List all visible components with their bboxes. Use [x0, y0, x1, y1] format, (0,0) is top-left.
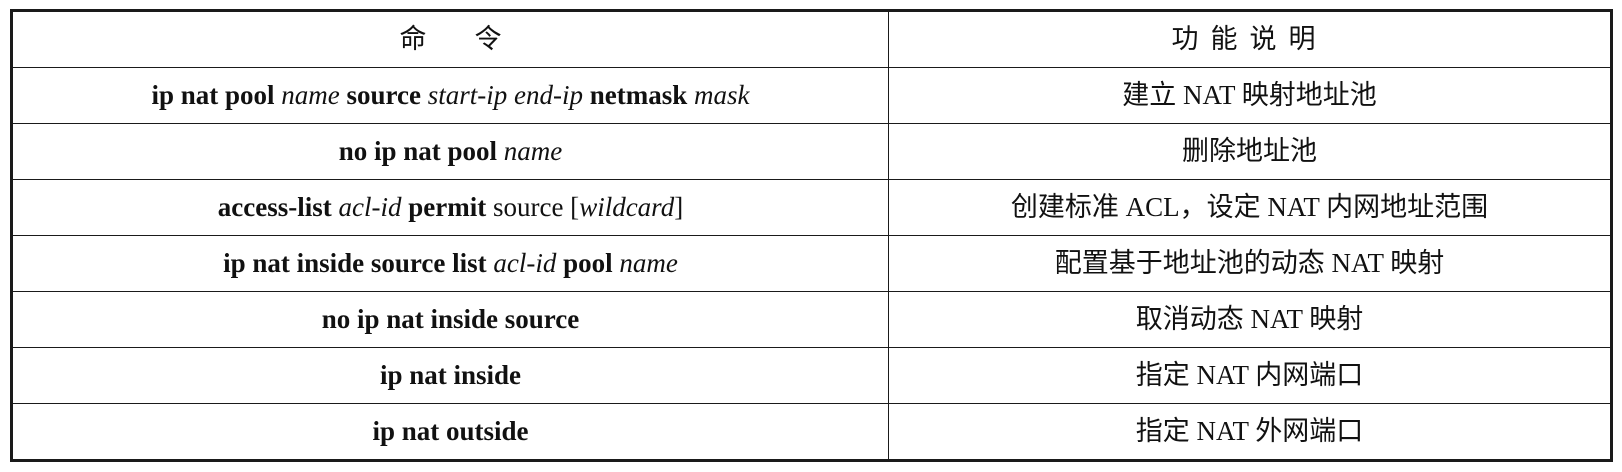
command-argument: acl-id	[493, 248, 557, 278]
command-argument: name	[503, 136, 563, 166]
description-cell: 建立 NAT 映射地址池	[888, 67, 1612, 124]
command-cell: no ip nat pool name	[11, 123, 889, 180]
command-keyword: ip nat outside	[372, 416, 529, 446]
command-cell: ip nat inside	[11, 347, 889, 404]
command-keyword: ip nat inside	[379, 360, 522, 390]
description-text: 建立 NAT 映射地址池	[1122, 80, 1377, 110]
description-cell: 配置基于地址池的动态 NAT 映射	[888, 235, 1612, 292]
command-argument: mask	[694, 80, 750, 110]
command-cell: ip nat pool name source start-ip end-ip …	[11, 67, 889, 124]
command-keyword: ip nat inside source list	[223, 248, 487, 278]
table-row: ip nat pool name source start-ip end-ip …	[11, 67, 1612, 124]
command-cell: ip nat inside source list acl-id pool na…	[11, 235, 889, 292]
command-cell: access-list acl-id permit source [wildca…	[11, 179, 889, 236]
description-cell: 取消动态 NAT 映射	[888, 291, 1612, 348]
header-command: 命令	[11, 10, 889, 68]
header-row: 命令 功能说明	[11, 10, 1612, 68]
description-text: 配置基于地址池的动态 NAT 映射	[1054, 248, 1445, 278]
command-keyword: ip nat pool	[151, 80, 275, 110]
command-argument: wildcard	[579, 192, 675, 222]
description-cell: 删除地址池	[888, 123, 1612, 180]
table-row: no ip nat pool name 删除地址池	[11, 123, 1612, 180]
command-argument: start-ip end-ip	[427, 80, 583, 110]
command-argument: acl-id	[338, 192, 402, 222]
table-row: ip nat inside source list acl-id pool na…	[11, 235, 1612, 292]
description-text: 指定 NAT 外网端口	[1135, 416, 1364, 446]
command-keyword: access-list	[217, 192, 332, 222]
command-text	[687, 80, 694, 110]
header-command-label: 命令	[399, 24, 550, 54]
command-text	[583, 80, 590, 110]
command-text	[340, 80, 347, 110]
command-cell: no ip nat inside source	[11, 291, 889, 348]
command-keyword: permit	[408, 192, 487, 222]
command-keyword: no ip nat pool	[338, 136, 498, 166]
nat-command-table: 命令 功能说明 ip nat pool name source start-ip…	[10, 9, 1613, 462]
command-keyword: netmask	[589, 80, 688, 110]
command-keyword: source	[346, 80, 422, 110]
table-row: no ip nat inside source 取消动态 NAT 映射	[11, 291, 1612, 348]
description-text: 创建标准 ACL，设定 NAT 内网地址范围	[1010, 192, 1489, 222]
command-text	[332, 192, 339, 222]
command-cell: ip nat outside	[11, 403, 889, 461]
header-description: 功能说明	[888, 10, 1612, 68]
command-keyword: pool	[563, 248, 613, 278]
description-cell: 指定 NAT 外网端口	[888, 403, 1612, 461]
description-text: 指定 NAT 内网端口	[1135, 360, 1364, 390]
command-argument: name	[281, 80, 340, 110]
command-text: ]	[674, 192, 684, 222]
description-text: 删除地址池	[1182, 136, 1317, 166]
command-text	[497, 136, 504, 166]
table-header: 命令 功能说明	[11, 10, 1612, 68]
table-row: access-list acl-id permit source [wildca…	[11, 179, 1612, 236]
description-cell: 创建标准 ACL，设定 NAT 内网地址范围	[888, 179, 1612, 236]
table-row: ip nat outside 指定 NAT 外网端口	[11, 403, 1612, 461]
command-argument: name	[619, 248, 678, 278]
header-description-label: 功能说明	[1171, 24, 1328, 54]
table-row: ip nat inside 指定 NAT 内网端口	[11, 347, 1612, 404]
command-text	[421, 80, 428, 110]
description-cell: 指定 NAT 内网端口	[888, 347, 1612, 404]
command-keyword: no ip nat inside source	[321, 304, 580, 334]
description-text: 取消动态 NAT 映射	[1135, 304, 1364, 334]
command-text: source [	[486, 192, 580, 222]
table-body: ip nat pool name source start-ip end-ip …	[11, 67, 1612, 461]
